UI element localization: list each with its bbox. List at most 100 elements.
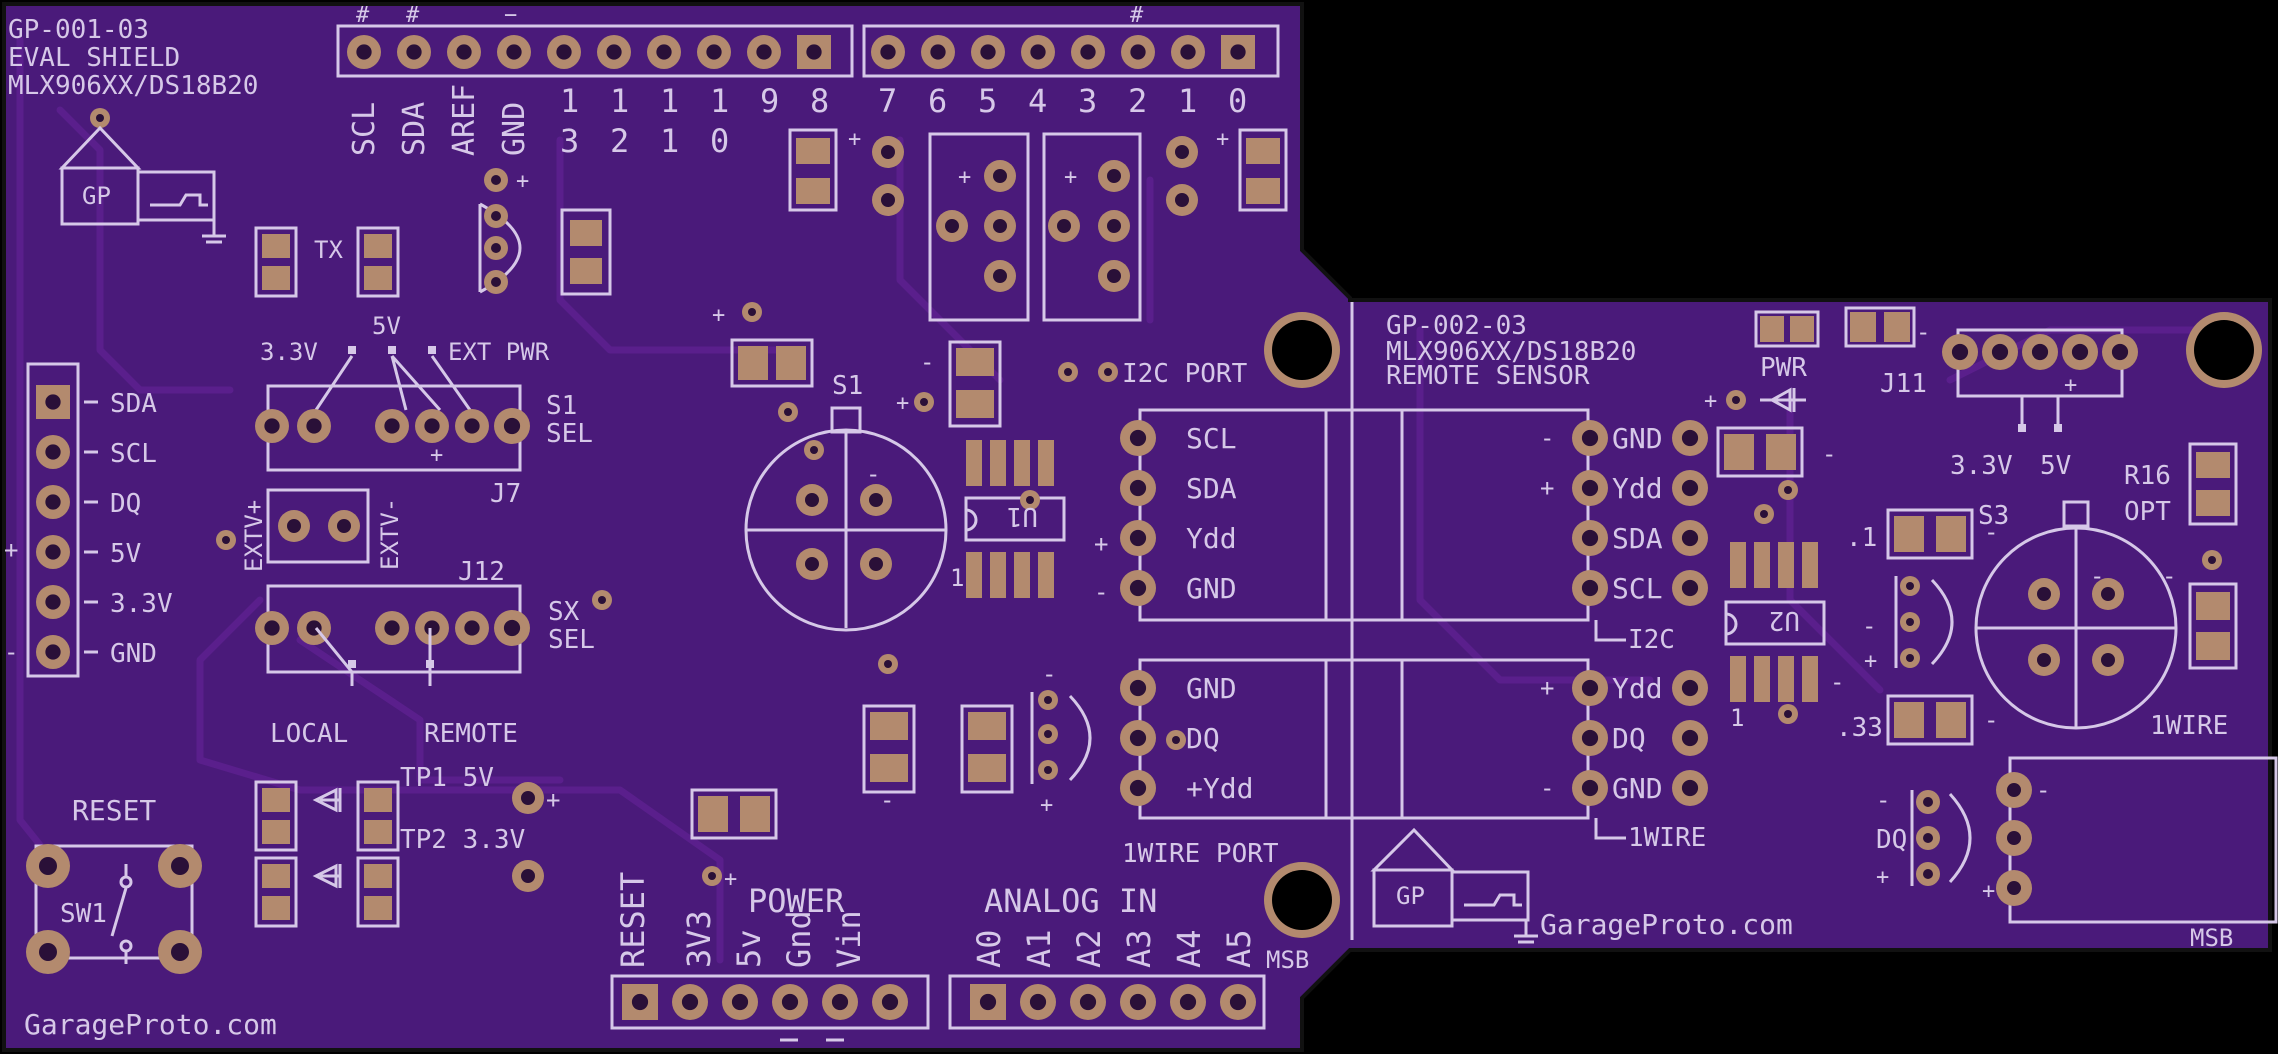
power-pin [872, 984, 908, 1020]
header-pin [1021, 35, 1055, 69]
onewire-right-label: Ydd [1612, 672, 1663, 705]
header-label: 9 [760, 82, 779, 120]
pwr-label: PWR [1760, 353, 1807, 383]
hash-mark: # [406, 3, 420, 28]
s1-sel-label-2: SEL [546, 419, 593, 449]
plus-sign: + [2064, 373, 2077, 398]
header-pin [597, 35, 631, 69]
header-label: AREF [447, 84, 482, 156]
gp-logo-text-right: GP [1396, 882, 1425, 910]
onewire-right-label: GND [1612, 772, 1663, 805]
msb-right-label: MSB [2190, 924, 2233, 952]
header-pin [647, 35, 681, 69]
analog-pin [1120, 984, 1156, 1020]
onewire-pin-label: DQ [1186, 722, 1220, 755]
u1-pad [966, 440, 982, 486]
remote-label: REMOTE [424, 719, 518, 749]
i2c-right-label: SDA [1612, 522, 1663, 555]
s3-sensor: S3 - - 1WIRE [1974, 500, 2238, 741]
i2c-label: I2C [1628, 625, 1675, 655]
s1-sel-label: S1 [546, 391, 577, 421]
i2c-port-pin [1120, 570, 1156, 606]
analog-pin-label: A3 [1120, 929, 1158, 968]
j11-header: - + J11 3.3V 5V [1844, 306, 2138, 481]
v33-right-label: 3.3V [1950, 451, 2013, 481]
j7-label: J7 [490, 479, 521, 509]
i2c-right-pin [1572, 470, 1608, 506]
i2c-pin-label: SDA [1186, 472, 1237, 505]
plus-sign: + [1704, 389, 1717, 414]
header-label: SDA [397, 102, 432, 156]
u2-pad [1802, 542, 1818, 588]
u1-label: U1 [1007, 501, 1038, 531]
sx-sel-label: SX [548, 597, 580, 627]
power-pin-label: Gnd [780, 910, 818, 968]
top-passives: + + + + [788, 127, 1288, 322]
u1-ic: U1 1 [950, 440, 1066, 598]
v5-label: 5V [372, 312, 401, 340]
mounting-holes [1264, 312, 2262, 938]
analog-pin-label: A4 [1170, 929, 1208, 968]
onewire-right-label: 1WIRE [2150, 711, 2228, 741]
analog-pin [1020, 984, 1056, 1020]
u1-pad [990, 552, 1006, 598]
gp-logo-left: GP [58, 108, 226, 244]
u2-pad [1754, 656, 1770, 702]
onewire-passives: - - + [862, 654, 1092, 818]
header-label: GND [497, 102, 532, 156]
header-pin [1221, 35, 1255, 69]
j12-pin [494, 610, 530, 646]
i2c-pin-label: GND [1186, 572, 1237, 605]
header-pin [697, 35, 731, 69]
plus-sign: + [1540, 674, 1554, 702]
analog-pin-label: A1 [1020, 929, 1058, 968]
minus-sign: - [1876, 786, 1890, 814]
pin1-label: 1 [950, 564, 964, 592]
power-cap: + [690, 788, 778, 892]
j7-pin [375, 409, 409, 443]
right-title-line-2: MLX906XX/DS18B20 [1386, 337, 1636, 367]
i2c-right-label: GND [1612, 422, 1663, 455]
transistor-q1: + [478, 168, 612, 296]
header-pin [497, 35, 531, 69]
plus-sign: + [1540, 474, 1554, 502]
header-pin [1121, 35, 1155, 69]
connector-outline [1324, 408, 1590, 820]
left-title-line-3: MLX906XX/DS18B20 [8, 71, 258, 101]
header-pin [747, 35, 781, 69]
header-label: 1 [560, 82, 579, 120]
onewire-right-pin [1572, 770, 1608, 806]
j7-pin [297, 409, 331, 443]
onewire-right-pin [1672, 720, 1708, 756]
j7-pin [255, 409, 289, 443]
r16-resistor: R16 OPT [2124, 442, 2238, 527]
plus-sign: + [1864, 649, 1877, 674]
left-header-label: GND [110, 639, 157, 669]
j12-pin [455, 611, 489, 645]
minus-sign: - [1042, 660, 1056, 688]
reset-switch-sw1[interactable]: RESET SW1 [26, 794, 202, 974]
i2c-right-pin [1572, 420, 1608, 456]
header-pin [447, 35, 481, 69]
onewire-pin-label: GND [1186, 672, 1237, 705]
i2c-right-pin [1672, 470, 1708, 506]
power-pin-label: Vin [830, 910, 868, 968]
header-label: 1 [610, 82, 629, 120]
analog-pin-label: A0 [970, 929, 1008, 968]
j11-pin [2062, 334, 2098, 370]
onewire-right-label: DQ [1612, 722, 1646, 755]
onewire-label: 1WIRE [1628, 823, 1706, 853]
plus-sign: + [1064, 165, 1077, 190]
tp2-label: TP2 3.3V [400, 825, 525, 855]
i2c-right-pin [1672, 570, 1708, 606]
header-label: SCL [347, 102, 382, 156]
u2-pin1-label: 1 [1730, 704, 1744, 732]
extv-minus-label: EXTV- [376, 498, 404, 570]
i2c-right-pin [1572, 570, 1608, 606]
analog-pin [970, 984, 1006, 1020]
v5-right-label: 5V [2040, 451, 2071, 481]
j7-pin [415, 409, 449, 443]
u2-pad [1730, 542, 1746, 588]
